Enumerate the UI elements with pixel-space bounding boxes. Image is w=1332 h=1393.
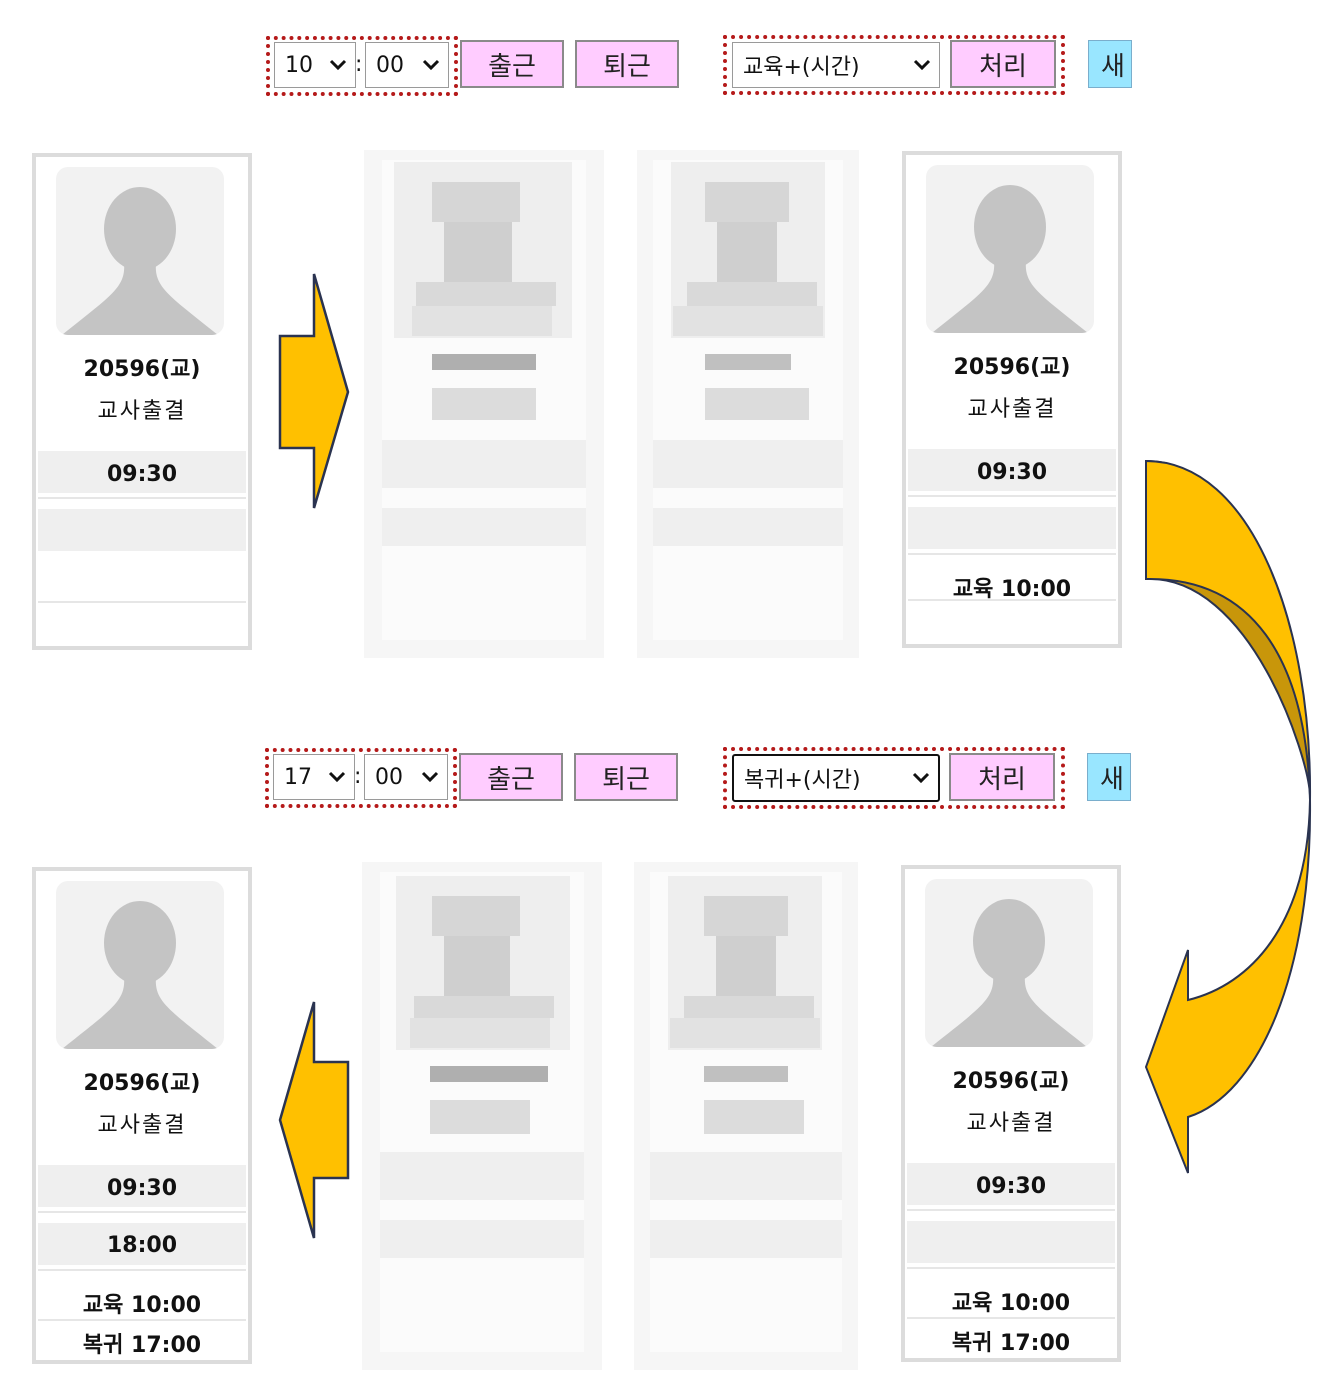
avatar-placeholder-icon xyxy=(931,899,1087,1047)
leave-row xyxy=(38,509,246,551)
pixelated-avatar-icon xyxy=(634,862,858,1370)
time-select-highlight xyxy=(265,748,457,808)
divider xyxy=(907,1317,1115,1319)
right-arrow-icon xyxy=(278,273,350,509)
divider xyxy=(38,1211,246,1213)
chevron-down-icon xyxy=(912,772,930,784)
minute-value: 00 xyxy=(375,764,403,790)
return-note: 복귀 17:00 xyxy=(82,1333,202,1358)
training-note: 교육 10:00 xyxy=(951,1291,1071,1316)
pixelated-avatar-icon xyxy=(362,862,602,1370)
teacher-card[interactable]: 20596(교) 교사출결 09:30 교육 10:00 xyxy=(902,151,1122,648)
training-note: 교육 10:00 xyxy=(82,1293,202,1318)
time-select-highlight xyxy=(266,36,458,96)
process-button[interactable]: 처리 xyxy=(950,40,1056,88)
pixelated-avatar-icon xyxy=(637,150,859,658)
avatar xyxy=(926,165,1094,333)
minute-select[interactable]: 00 xyxy=(364,754,448,800)
leave-row xyxy=(38,1223,246,1265)
leave-time: 18:00 xyxy=(106,1233,178,1258)
attendance-type-select[interactable]: 교육+(시간) xyxy=(732,42,940,88)
arrive-time: 09:30 xyxy=(975,1174,1047,1199)
time-colon: : xyxy=(355,52,363,77)
teacher-card[interactable]: 20596(교) 교사출결 09:30 18:00 교육 10:00 복귀 17… xyxy=(32,867,252,1364)
type-select-highlight xyxy=(723,35,1065,95)
arrive-time: 09:30 xyxy=(106,1176,178,1201)
minute-select[interactable]: 00 xyxy=(365,42,449,88)
divider xyxy=(38,497,246,499)
process-button[interactable]: 처리 xyxy=(949,753,1055,801)
teacher-id: 20596(교) xyxy=(952,1069,1070,1094)
avatar-placeholder-icon xyxy=(62,901,218,1049)
hour-select[interactable]: 17 xyxy=(273,754,355,800)
avatar xyxy=(56,881,224,1049)
minute-value: 00 xyxy=(376,52,404,78)
leave-row xyxy=(907,1221,1115,1263)
arrive-time: 09:30 xyxy=(106,462,178,487)
clock-out-button[interactable]: 퇴근 xyxy=(574,753,678,801)
divider xyxy=(908,495,1116,497)
attendance-type-value: 교육+(시간) xyxy=(743,55,860,80)
divider xyxy=(38,1319,246,1321)
teacher-name: 교사출결 xyxy=(966,1111,1056,1136)
chevron-down-icon xyxy=(421,771,439,783)
type-select-highlight xyxy=(723,747,1065,809)
new-button[interactable]: 새 xyxy=(1088,40,1132,88)
teacher-id: 20596(교) xyxy=(83,1071,201,1096)
clock-in-button[interactable]: 출근 xyxy=(459,753,563,801)
divider xyxy=(907,1267,1115,1269)
blurred-card xyxy=(634,862,858,1370)
teacher-id: 20596(교) xyxy=(83,357,201,382)
avatar xyxy=(56,167,224,335)
arrive-row xyxy=(908,449,1116,491)
leave-row xyxy=(908,507,1116,549)
return-note: 복귀 17:00 xyxy=(951,1331,1071,1356)
training-note: 교육 10:00 xyxy=(952,577,1072,602)
arrive-time: 09:30 xyxy=(976,460,1048,485)
hour-select[interactable]: 10 xyxy=(274,42,356,88)
divider xyxy=(908,553,1116,555)
left-arrow-icon xyxy=(278,1001,350,1239)
clock-in-button[interactable]: 출근 xyxy=(460,40,564,88)
clock-out-button[interactable]: 퇴근 xyxy=(575,40,679,88)
avatar xyxy=(925,879,1093,1047)
divider xyxy=(38,1269,246,1271)
new-button[interactable]: 새 xyxy=(1087,753,1131,801)
arrive-row xyxy=(38,1165,246,1207)
teacher-name: 교사출결 xyxy=(97,399,187,424)
hour-value: 10 xyxy=(285,52,313,78)
blurred-card xyxy=(362,862,602,1370)
arrive-row xyxy=(907,1163,1115,1205)
divider xyxy=(907,1209,1115,1211)
avatar-placeholder-icon xyxy=(62,187,218,335)
curved-arrow-icon xyxy=(1144,459,1312,1174)
chevron-down-icon xyxy=(328,771,346,783)
blurred-card xyxy=(637,150,859,658)
teacher-name: 교사출결 xyxy=(967,397,1057,422)
hour-value: 17 xyxy=(284,764,312,790)
avatar-placeholder-icon xyxy=(932,185,1088,333)
teacher-card[interactable]: 20596(교) 교사출결 09:30 xyxy=(32,153,252,650)
divider xyxy=(908,599,1116,601)
attendance-type-select[interactable]: 복귀+(시간) xyxy=(732,754,940,802)
time-colon: : xyxy=(354,764,362,789)
arrive-row xyxy=(38,451,246,493)
chevron-down-icon xyxy=(329,59,347,71)
blurred-card xyxy=(364,150,604,658)
teacher-name: 교사출결 xyxy=(97,1113,187,1138)
chevron-down-icon xyxy=(913,59,931,71)
pixelated-avatar-icon xyxy=(364,150,604,658)
attendance-type-value: 복귀+(시간) xyxy=(744,768,861,793)
divider xyxy=(38,601,246,603)
teacher-card[interactable]: 20596(교) 교사출결 09:30 교육 10:00 복귀 17:00 xyxy=(901,865,1121,1362)
teacher-id: 20596(교) xyxy=(953,355,1071,380)
chevron-down-icon xyxy=(422,59,440,71)
